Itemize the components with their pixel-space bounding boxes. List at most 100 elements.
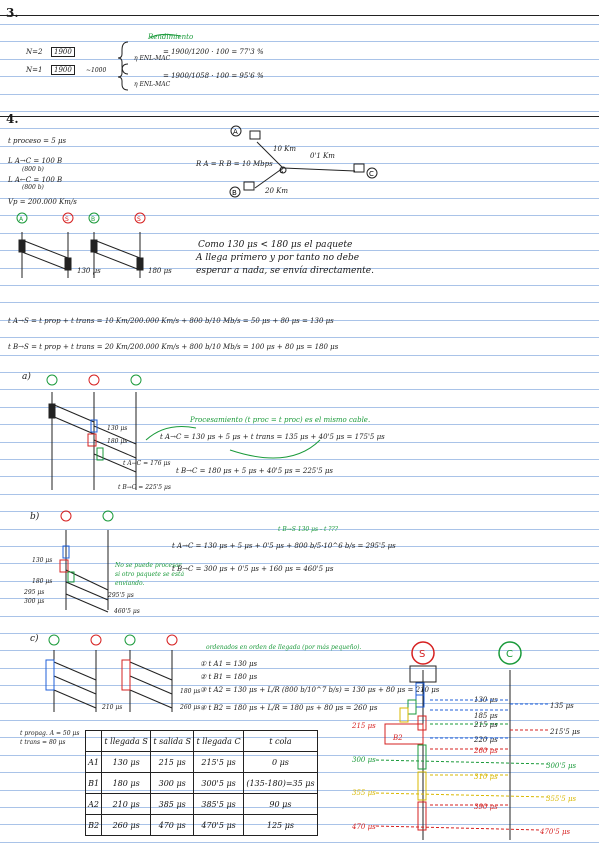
table-cell: 470 μs (150, 814, 195, 836)
table-row: B1 180 μs 300 μs 300'5 μs (135-180)=35 μ… (84, 772, 319, 794)
ruled-line (0, 181, 599, 182)
topology-dist-c: 0'1 Km (310, 152, 335, 160)
part-b-annotation: t B→S 130 μs - t ??? (278, 526, 338, 533)
part-c-label: c) (30, 634, 39, 644)
section-4-divider (0, 116, 599, 117)
part-b-note-2: si otro paquete se está (115, 571, 185, 578)
right-diag-label-215: 215 μs (474, 721, 498, 729)
topology-node-a: A (233, 128, 238, 136)
ruled-line (0, 146, 599, 147)
ruled-line (0, 302, 599, 303)
s3-line1-box: 1900 (51, 47, 75, 57)
table-cell: 125 μs (242, 814, 319, 836)
part-b-note-1: No se puede procesar (115, 562, 182, 569)
diag1-tick-180: 180 μs (148, 267, 172, 275)
s3-efficiency-1: = 1900/1200 · 100 = 77'3 % (163, 48, 264, 56)
param-t-proceso: t proceso = 5 μs (8, 137, 67, 145)
ruled-line (0, 563, 599, 564)
ruled-line (0, 24, 599, 25)
right-diag-label-185: 185 μs (474, 712, 498, 720)
ruled-line (0, 233, 599, 234)
ruled-line (0, 442, 599, 443)
section-number-3: 3. (6, 6, 19, 20)
ruled-line (0, 685, 599, 686)
part-b-tick-4: 300 μs (24, 598, 45, 605)
ruled-line (0, 650, 599, 651)
right-diag-label-260: 260 μs (474, 747, 498, 755)
ruled-line (0, 94, 599, 95)
part-b-eq1: t A→C = 130 μs + 5 μs + 0'5 μs + 800 b/5… (172, 542, 396, 550)
right-diag-label-2155: 215'5 μs (550, 728, 581, 736)
ruled-line (0, 598, 599, 599)
part-c-step-2: ② t B1 = 180 μs (200, 673, 258, 681)
ruled-line (0, 720, 599, 721)
ruled-line (0, 215, 599, 216)
part-a-tick-4: t B→C = 225'5 μs (118, 484, 171, 491)
part-b-tick-6: 460'5 μs (114, 608, 140, 615)
ruled-line (0, 76, 599, 77)
formula-t-ac: t A→S = t prop + t trans = 10 Km/200.000… (8, 317, 334, 325)
topology-node-s: S (280, 169, 283, 175)
ruled-line (0, 546, 599, 547)
section-number-4: 4. (6, 112, 19, 126)
right-diag-node-s: S (419, 649, 425, 660)
ruled-line (0, 198, 599, 199)
timing-diagram-a (48, 392, 137, 490)
part-b-tick-1: 130 μs (32, 557, 53, 564)
ruled-line (0, 41, 599, 42)
right-diag-label-3005: 300'5 μs (546, 762, 577, 770)
part-a-eq2: t B→C = 180 μs + 5 μs + 40'5 μs = 225'5 … (176, 467, 333, 475)
ruled-line (0, 616, 599, 617)
topology-node-c: C (369, 170, 374, 178)
formula-t-bc: t B→S = t prop + t trans = 20 Km/200.000… (8, 343, 339, 351)
ruled-line (0, 268, 599, 269)
section-3-divider (0, 15, 599, 16)
right-diag-label-135: 135 μs (550, 702, 574, 710)
ruled-line (0, 163, 599, 164)
network-topology (229, 125, 378, 198)
part-a-tick-1: 130 μs (107, 425, 128, 432)
right-diag-label-390: 390 μs (474, 803, 498, 811)
ruled-line (0, 337, 599, 338)
s3-line2-box: 1900 (51, 65, 75, 75)
right-diag-left-215: 215 μs (352, 722, 376, 730)
ruled-line (0, 668, 599, 669)
s3-eta-label-1: η ENL-MAC (134, 55, 171, 62)
right-diag-b2-tag: B2 (393, 734, 403, 742)
ruled-line (0, 128, 599, 129)
topology-rate: R A = R B = 10 Mbps (196, 160, 273, 168)
topology-node-b: B (232, 189, 237, 197)
right-diag-node-c: C (506, 649, 513, 660)
param-l-ac-ack: L A←C = 100 B (8, 176, 63, 184)
s3-efficiency-2: = 1900/1058 · 100 = 95'6 % (163, 72, 264, 80)
ruled-line (0, 424, 599, 425)
ruled-line (0, 389, 599, 390)
timing-diagram-b (65, 530, 109, 613)
part-a-eq1: t A→C = 130 μs + 5 μs + t trans = 135 μs… (160, 433, 385, 441)
right-diag-label-220: 220 μs (474, 736, 498, 744)
s3-line1-label: N=2 (26, 48, 43, 56)
table-cell: B2 (84, 814, 103, 836)
part-c-tick-2: 260 μs (180, 704, 201, 711)
part-c-step-4: ④ t B2 = 180 μs + L/R = 180 μs + 80 μs =… (200, 704, 378, 712)
table-row: B2 260 μs 470 μs 470'5 μs 125 μs (84, 814, 319, 836)
ruled-line (0, 250, 599, 251)
right-diag-left-300: 300 μs (352, 756, 376, 764)
part-b-tick-2: 180 μs (32, 578, 53, 585)
part-c-tick-3: 210 μs (102, 704, 123, 711)
param-vp: Vp = 200.000 Km/s (8, 198, 77, 206)
table-row: A2 210 μs 385 μs 385'5 μs 90 μs (84, 793, 319, 815)
right-diag-label-3555: 355'5 μs (546, 795, 577, 803)
diag1-node-s: S (65, 216, 69, 223)
ruled-line (0, 494, 599, 495)
ruled-line (0, 111, 599, 112)
table-row: A1 130 μs 215 μs 215'5 μs 0 μs (84, 751, 319, 773)
part-c-step-1: ① t A1 = 130 μs (200, 660, 258, 668)
part-c-left-note-1: t propag. A = 50 μs (20, 730, 80, 737)
part-b-eq2: t B→C = 300 μs + 0'5 μs + 160 μs = 460'5… (172, 565, 334, 573)
explanation-line-1: Como 130 μs < 180 μs el paquete (198, 240, 353, 250)
timing-diagram-c (53, 650, 173, 712)
param-l-ac-ack-bits: (800 b) (22, 184, 44, 191)
explanation-line-2: A llega primero y por tanto no debe (196, 253, 360, 263)
